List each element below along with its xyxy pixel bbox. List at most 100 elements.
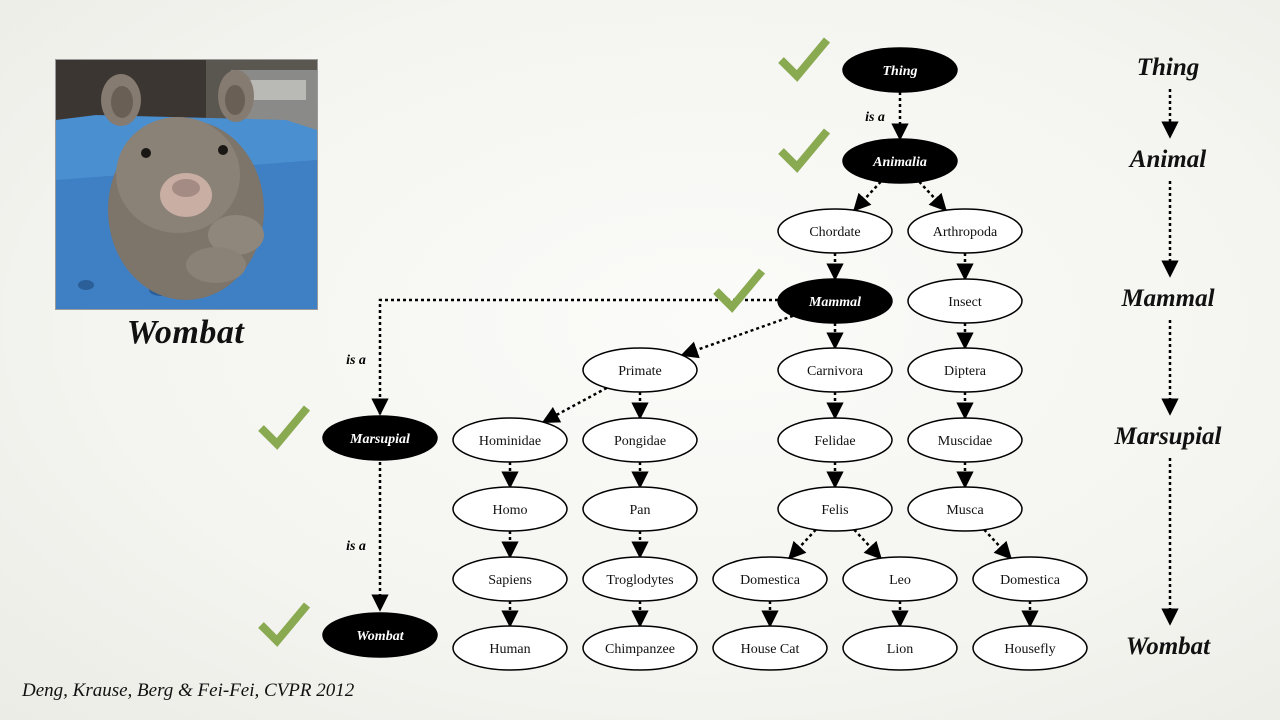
node-label: Felis [821,503,848,518]
node-label: House Cat [741,642,800,657]
node-label: Chimpanzee [605,642,675,657]
node-mammal: Mammal [777,278,893,324]
checkmark-icon [778,37,831,82]
node-ellipse [452,486,568,532]
node-label: Troglodytes [606,573,673,588]
chain-label: Animal [1128,146,1206,173]
node-homo: Homo [452,486,568,532]
chain-label: Wombat [1126,633,1211,660]
node-animalia: Animalia [842,138,958,184]
wombat-photo [55,59,318,310]
node-label: Diptera [944,364,987,379]
node-label: Human [489,642,530,657]
chain-label: Marsupial [1114,423,1222,450]
node-label: Muscidae [938,434,992,449]
checkmark-icon [258,602,311,647]
node-ellipse [842,47,958,93]
node-leo: Leo [842,556,958,602]
edge-labels-layer: is a is a is a [346,110,885,554]
citation: Deng, Krause, Berg & Fei-Fei, CVPR 2012 [22,680,355,701]
node-ellipse [972,556,1088,602]
node-ellipse [842,625,958,671]
node-label: Felidae [814,434,855,449]
edge-primate-hominidae [541,386,608,424]
edge-animalia-arthropoda [918,180,947,212]
node-label: Musca [946,503,984,518]
node-ellipse [777,208,893,254]
node-ellipse [777,486,893,532]
node-ellipse [907,486,1023,532]
node-domestica2: Domestica [972,556,1088,602]
node-label: Domestica [1000,573,1061,588]
edge-musca-domestica2 [983,528,1012,560]
node-ellipse [712,556,828,602]
node-label: Arthropoda [933,225,998,240]
edge-animalia-chordate [853,180,882,212]
node-hominidae: Hominidae [452,417,568,463]
node-pan: Pan [582,486,698,532]
node-ellipse [582,347,698,393]
edge-mammal-primate [680,314,794,359]
node-sapiens: Sapiens [452,556,568,602]
node-label: Hominidae [479,434,541,449]
node-label: Leo [889,573,911,588]
node-ellipse [777,278,893,324]
node-carnivora: Carnivora [777,347,893,393]
node-label: Domestica [740,573,801,588]
node-human: Human [452,625,568,671]
node-ellipse [322,612,438,658]
checkmark-icon [713,268,766,313]
node-ellipse [907,347,1023,393]
node-label: Primate [618,364,662,379]
node-ellipse [582,417,698,463]
node-ellipse [972,625,1088,671]
node-label: Marsupial [349,432,410,447]
node-label: Pan [630,503,651,518]
photo-caption: Wombat [126,314,245,351]
node-marsupial: Marsupial [322,415,438,461]
edges-layer [501,92,1039,628]
checkmark-icon [258,405,311,450]
node-ellipse [452,625,568,671]
marsupial-connector [371,298,778,612]
node-ellipse [452,417,568,463]
node-label: Mammal [808,295,861,310]
node-label: Insect [948,295,982,310]
node-felidae: Felidae [777,417,893,463]
node-felis: Felis [777,486,893,532]
node-label: Carnivora [807,364,864,379]
checkmark-icon [778,128,831,173]
node-ellipse [712,625,828,671]
node-label: Pongidae [614,434,666,449]
node-ellipse [907,278,1023,324]
node-troglodytes: Troglodytes [582,556,698,602]
node-lion: Lion [842,625,958,671]
node-ellipse [582,625,698,671]
node-ellipse [907,417,1023,463]
node-label: Wombat [356,629,404,644]
checks-layer [258,37,831,647]
node-diptera: Diptera [907,347,1023,393]
node-musca: Musca [907,486,1023,532]
node-pongidae: Pongidae [582,417,698,463]
node-ellipse [582,486,698,532]
edge-felis-leo [853,528,882,560]
edge-felis-domestica1 [788,528,817,560]
node-ellipse [452,556,568,602]
node-label: Homo [493,503,528,518]
node-ellipse [842,556,958,602]
wombat-illustration [56,60,317,309]
node-thing: Thing [842,47,958,93]
node-housecat: House Cat [712,625,828,671]
chain-label: Thing [1137,54,1200,81]
node-ellipse [777,347,893,393]
node-label: Lion [887,642,913,657]
node-chimpanzee: Chimpanzee [582,625,698,671]
node-label: Thing [882,64,917,79]
node-insect: Insect [907,278,1023,324]
edge-label-thing-animalia: is a [865,110,885,125]
node-label: Chordate [809,225,860,240]
edge-label-marsupial-wombat: is a [346,539,366,554]
node-ellipse [907,208,1023,254]
